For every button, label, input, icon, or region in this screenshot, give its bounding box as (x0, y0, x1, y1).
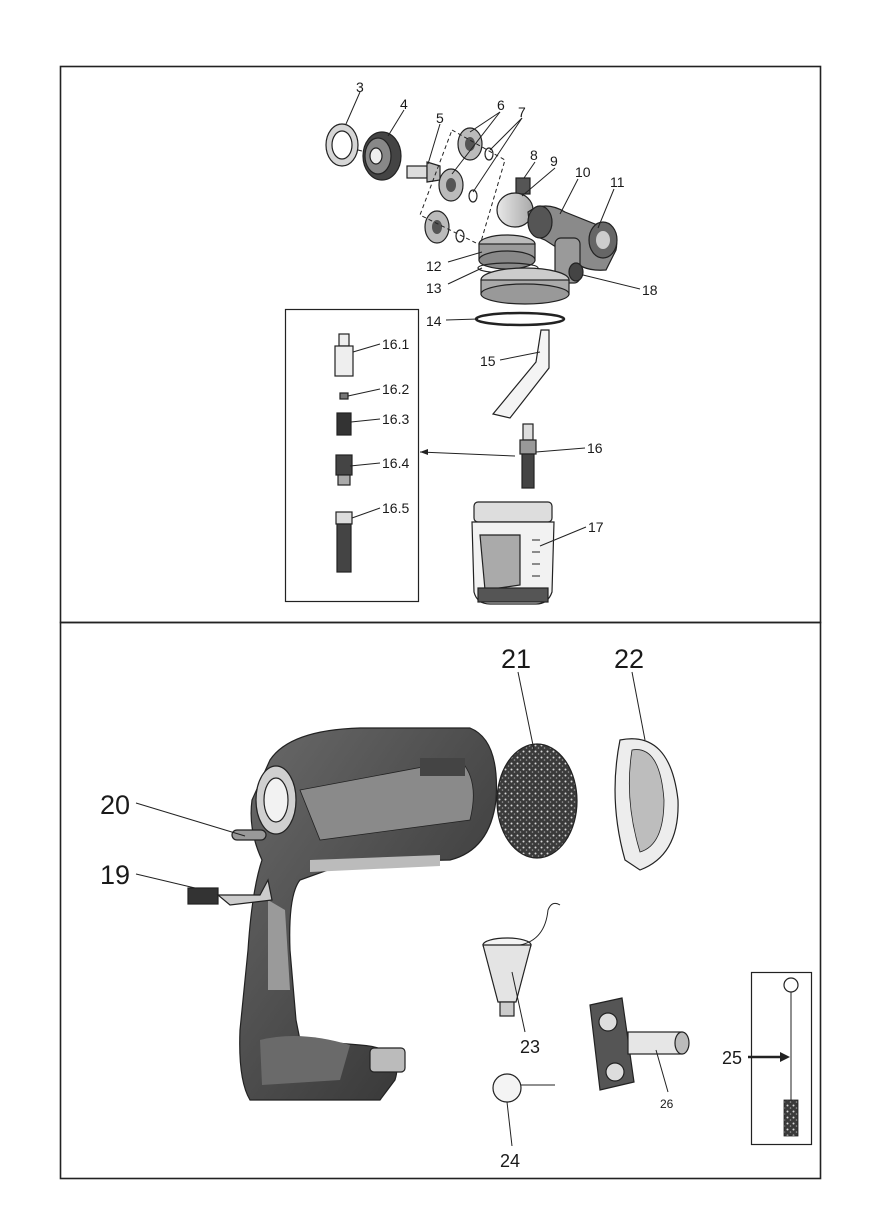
callout-14: 14 (426, 313, 442, 329)
top-panel-frame (61, 67, 821, 623)
callout-20: 20 (100, 790, 130, 820)
part-15-suction-tube (493, 330, 549, 418)
part-16-2 (340, 393, 348, 399)
callout-22: 22 (614, 644, 644, 674)
callout-13: 13 (426, 280, 442, 296)
callout-16-1: 16.1 (382, 336, 409, 352)
callout-10: 10 (575, 164, 591, 180)
part-16-4 (336, 455, 352, 485)
part-26-wrench (590, 998, 689, 1090)
callout-16: 16 (587, 440, 603, 456)
callout-7: 7 (518, 104, 526, 120)
callout-16-3: 16.3 (382, 411, 409, 427)
callout-15: 15 (480, 353, 496, 369)
callout-3: 3 (356, 79, 364, 95)
callout-16-4: 16.4 (382, 455, 409, 471)
callout-16-5: 16.5 (382, 500, 409, 516)
callout-24: 24 (500, 1151, 520, 1171)
callout-16-2: 16.2 (382, 381, 409, 397)
part-20-pin (232, 830, 266, 840)
callout-4: 4 (400, 96, 408, 112)
part-18-knob (569, 263, 583, 281)
callout-12: 12 (426, 258, 442, 274)
leader-lines (136, 92, 790, 1146)
part-23-funnel (483, 903, 560, 1016)
part-base (481, 268, 569, 304)
part-16-valve (520, 424, 536, 488)
part-17-container (472, 502, 554, 604)
callout-11: 11 (610, 174, 625, 190)
callout-8: 8 (530, 147, 538, 163)
bottom-panel-frame (61, 623, 821, 1179)
callout-6: 6 (497, 97, 505, 113)
part-22-cover (615, 739, 678, 870)
callout-21: 21 (501, 644, 531, 674)
part-16-3 (337, 413, 351, 435)
callout-18: 18 (642, 282, 658, 298)
part-24-ball (493, 1074, 521, 1102)
part-5-nozzle (407, 162, 440, 182)
part-4-nut (363, 132, 401, 180)
callout-19: 19 (100, 860, 130, 890)
callout-23: 23 (520, 1037, 540, 1057)
part-3-ring (326, 124, 358, 166)
gun-body (240, 728, 497, 1100)
callout-26: 26 (660, 1097, 674, 1111)
callout-25: 25 (722, 1048, 742, 1068)
callout-9: 9 (550, 153, 558, 169)
part-16-1 (335, 334, 353, 376)
part-14-seal-ring (476, 313, 564, 325)
callout-17: 17 (588, 519, 604, 535)
callout-5: 5 (436, 110, 444, 126)
part-16-5 (336, 512, 352, 572)
part-21-filter (497, 744, 577, 858)
